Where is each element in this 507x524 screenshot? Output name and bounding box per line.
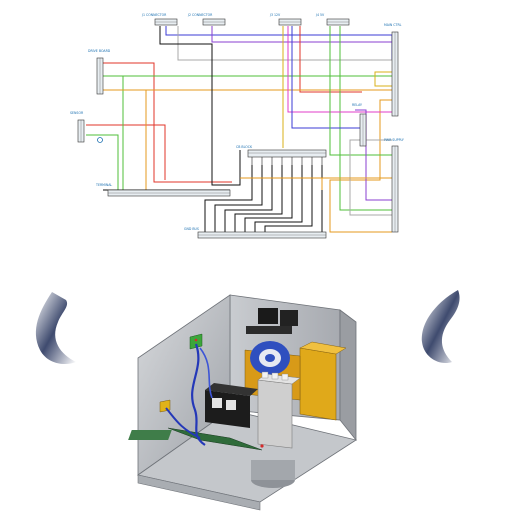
connector-right-lower: PWR SUPPLY <box>384 138 404 233</box>
wire-red-1 <box>103 62 232 183</box>
connector-bottom-bus: GND BUS <box>184 227 327 239</box>
base-cylinder-body <box>251 460 295 480</box>
connector-right-top: MAIN CTRL <box>384 23 402 117</box>
enclosure-right-wall <box>339 309 357 442</box>
fan-center <box>265 354 275 362</box>
wire-red-3 <box>299 26 362 93</box>
wire-black-4 <box>214 165 263 232</box>
connector-bottom-left: TERMINAL <box>95 183 231 197</box>
wire-orange-2 <box>329 99 392 233</box>
wire-green-3 <box>339 26 392 211</box>
relay-block-top <box>205 383 258 396</box>
wire-violet-2 <box>355 109 392 201</box>
wire-blue-2 <box>291 26 362 129</box>
enclosure-front-lip <box>137 474 261 511</box>
pcb-components <box>128 430 172 440</box>
relay-terminal-2 <box>226 400 236 410</box>
connector-left-upper-label: DRIVE BOARD <box>88 49 111 53</box>
wire-orange-3 <box>240 177 392 190</box>
connector-top-4: J4 5V <box>315 13 350 26</box>
connector-right-top-label: MAIN CTRL <box>384 23 402 27</box>
transformer-top <box>299 341 347 355</box>
wire-black-3 <box>204 165 253 232</box>
wire-black-7 <box>244 165 293 232</box>
wiring-diagram: J1 CONNECTOR J2 CONNECTOR J3 12V J4 5V M… <box>70 13 404 239</box>
connector-top-2: J2 CONNECTOR <box>187 13 226 26</box>
terminal-block-top-1 <box>258 308 278 324</box>
blue-cable-2 <box>165 407 201 439</box>
connector-top-1: J1 CONNECTOR <box>141 13 178 26</box>
connector-center-block: CB BLOCK <box>236 145 327 165</box>
wire-group <box>86 26 393 233</box>
wire-black-6 <box>234 165 283 232</box>
connector-bottom-bus-label: GND BUS <box>184 227 199 231</box>
blue-cable-3 <box>199 347 213 399</box>
terminal-block-top-2 <box>280 310 298 326</box>
terminal-strip <box>246 326 292 334</box>
connector-relay-label: RELAY <box>352 103 362 107</box>
contactor <box>257 379 293 449</box>
connector-top-3: J3 12V <box>269 13 302 26</box>
wire-orange-1 <box>103 89 392 190</box>
wire-yellow <box>282 26 392 148</box>
swoosh-left <box>35 292 76 365</box>
indicator-led <box>260 444 264 448</box>
wire-gray <box>177 26 392 61</box>
connector-top-3-label: J3 12V <box>269 13 281 17</box>
contactor-terminal-2 <box>271 372 279 380</box>
connector-top-2-label: J2 CONNECTOR <box>187 13 213 17</box>
wire-red-2 <box>86 124 166 180</box>
connector-bottom-left-label: TERMINAL <box>95 183 112 187</box>
connector-left-mid: SENSOR <box>70 111 85 143</box>
wire-green-1 <box>103 75 392 190</box>
connector-center-block-label: CB BLOCK <box>236 145 253 149</box>
wire-violet <box>211 26 392 43</box>
wire-black-1 <box>159 26 241 186</box>
wire-black-9 <box>264 165 313 232</box>
contactor-terminal-3 <box>281 373 289 381</box>
connector-top-1-label: J1 CONNECTOR <box>141 13 167 17</box>
relay-terminal-1 <box>212 398 222 408</box>
contactor-terminal-1 <box>261 371 269 379</box>
fuse-symbol <box>97 137 103 143</box>
wire-green-2 <box>86 134 119 190</box>
indicator-led-2 <box>194 338 198 342</box>
wire-black-5 <box>224 165 273 232</box>
wire-green-4 <box>329 26 392 156</box>
connector-top-4-label: J4 5V <box>315 13 325 17</box>
green-connector <box>189 333 203 350</box>
transformer <box>299 347 337 421</box>
wire-blue <box>165 26 393 60</box>
connector-right-lower-label: PWR SUPPLY <box>384 138 404 142</box>
connector-relay: RELAY <box>352 103 367 147</box>
wire-magenta <box>287 26 392 113</box>
wire-black-8 <box>254 165 303 232</box>
swoosh-right <box>421 290 460 364</box>
enclosure-render <box>35 290 460 511</box>
connector-left-upper: DRIVE BOARD <box>88 49 111 95</box>
connector-left-mid-label: SENSOR <box>70 111 84 115</box>
